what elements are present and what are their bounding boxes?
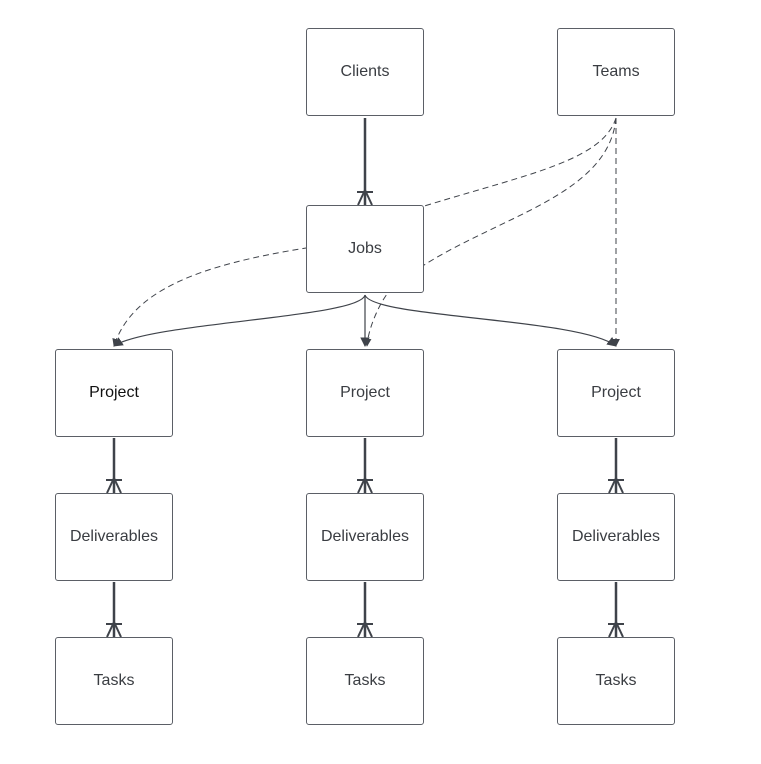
node-deliverables[interactable]: Deliverables — [557, 493, 675, 581]
node-label: Teams — [592, 63, 640, 80]
node-jobs[interactable]: Jobs — [306, 205, 424, 293]
node-deliverables[interactable]: Deliverables — [306, 493, 424, 581]
connector-teams-projects — [112, 117, 620, 347]
connector-clients-jobs — [357, 118, 373, 206]
node-label: Project — [89, 384, 139, 401]
node-tasks[interactable]: Tasks — [557, 637, 675, 725]
node-label: Clients — [340, 63, 390, 80]
node-label: Deliverables — [69, 528, 159, 545]
node-label: Deliverables — [571, 528, 661, 545]
node-label: Project — [591, 384, 641, 401]
node-label: Project — [340, 384, 390, 401]
connector-project-deliverables — [106, 438, 624, 494]
node-label: Deliverables — [320, 528, 410, 545]
node-label: Tasks — [344, 672, 386, 689]
node-tasks[interactable]: Tasks — [306, 637, 424, 725]
node-teams[interactable]: Teams — [557, 28, 675, 116]
node-tasks[interactable]: Tasks — [55, 637, 173, 725]
node-project[interactable]: Project — [306, 349, 424, 437]
node-deliverables[interactable]: Deliverables — [55, 493, 173, 581]
node-project[interactable]: Project — [55, 349, 173, 437]
node-clients[interactable]: Clients — [306, 28, 424, 116]
node-label: Tasks — [595, 672, 637, 689]
node-label: Jobs — [348, 240, 382, 257]
node-label: Tasks — [93, 672, 135, 689]
connector-deliverables-tasks — [106, 582, 624, 638]
connector-jobs-projects — [113, 294, 617, 347]
node-project[interactable]: Project — [557, 349, 675, 437]
